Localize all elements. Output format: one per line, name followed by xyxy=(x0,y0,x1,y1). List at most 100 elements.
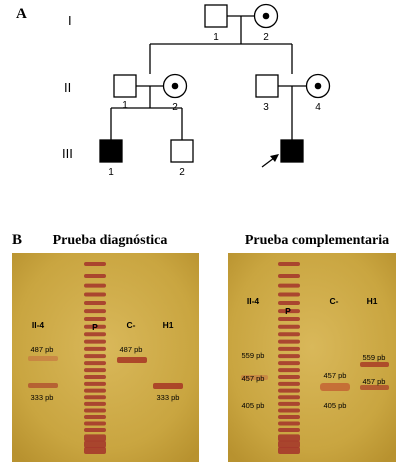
ladder-band xyxy=(84,339,106,344)
individual-number: 2 xyxy=(172,102,178,113)
ladder-band xyxy=(84,368,106,373)
ladder-band xyxy=(84,346,106,351)
ladder-band xyxy=(84,401,106,406)
ladder-band xyxy=(84,375,106,380)
band-size-label: 333 pb xyxy=(157,393,180,402)
gel-band xyxy=(153,383,183,389)
ladder-band xyxy=(278,381,300,386)
gel-right xyxy=(228,253,396,462)
lane-label: C- xyxy=(330,296,339,306)
ladder-band xyxy=(84,309,106,314)
ladder-band xyxy=(84,316,106,321)
ladder-band xyxy=(84,324,106,329)
ladder-band xyxy=(278,339,300,344)
ladder-band xyxy=(84,361,106,366)
ladder-band xyxy=(84,332,106,337)
individual-III-1-affected-male xyxy=(99,139,123,163)
ladder-band xyxy=(84,395,106,400)
proband-arrow-icon xyxy=(270,154,279,162)
gel-band xyxy=(28,356,58,361)
gel-band xyxy=(360,385,389,390)
ladder-band xyxy=(278,262,300,266)
band-size-label: 405 pb xyxy=(324,401,347,410)
individual-number: 1 xyxy=(122,100,128,111)
ladder-band xyxy=(278,415,300,420)
ladder-band xyxy=(278,447,300,454)
ladder-left xyxy=(84,262,106,454)
band-size-label: 333 pb xyxy=(31,393,54,402)
carrier-dot-icon xyxy=(314,82,322,90)
ladder-band xyxy=(84,300,106,305)
ladder-band xyxy=(278,421,300,426)
gel-band xyxy=(360,362,389,367)
ladder-band xyxy=(84,434,106,442)
lane-label: II-4 xyxy=(247,296,260,306)
ladder-band xyxy=(84,381,106,386)
ladder-band xyxy=(84,415,106,420)
individual-number: 2 xyxy=(179,167,185,178)
band-size-label: 559 pb xyxy=(242,351,265,360)
generation-label-II: II xyxy=(64,80,71,95)
carrier-dot-icon xyxy=(171,82,179,90)
ladder-band xyxy=(278,434,300,442)
individual-II-3-male xyxy=(255,74,279,98)
gel-band xyxy=(241,375,268,380)
panel-b-label: B xyxy=(12,232,22,248)
ladder-band xyxy=(278,368,300,373)
lane-label: P xyxy=(92,322,98,332)
ladder-band xyxy=(84,447,106,454)
individual-number: 1 xyxy=(108,167,114,178)
ladder-band xyxy=(84,354,106,359)
generation-label-III: III xyxy=(62,146,73,161)
ladder-band xyxy=(84,283,106,288)
band-size-label: 487 pb xyxy=(31,345,54,354)
ladder-band xyxy=(84,273,106,278)
ladder-band xyxy=(278,388,300,393)
gel-band xyxy=(320,383,350,391)
lane-label: C- xyxy=(127,320,136,330)
generation-label-I: I xyxy=(68,13,72,28)
ladder-band xyxy=(84,440,106,448)
ladder-band xyxy=(278,292,300,297)
ladder-band xyxy=(278,273,300,278)
gel-band xyxy=(117,357,147,363)
lane-label: II-4 xyxy=(32,320,45,330)
ladder-band xyxy=(278,440,300,448)
ladder-band xyxy=(278,408,300,413)
individual-III-2-male xyxy=(170,139,194,163)
ladder-band xyxy=(84,427,106,432)
lane-label: H1 xyxy=(367,296,378,306)
ladder-band xyxy=(84,292,106,297)
ladder-band xyxy=(84,421,106,426)
individual-number: 2 xyxy=(263,32,269,43)
band-size-label: 487 pb xyxy=(120,345,143,354)
ladder-band xyxy=(278,354,300,359)
band-size-label: 559 pb xyxy=(363,353,386,362)
individual-number: 1 xyxy=(213,32,219,43)
ladder-band xyxy=(84,388,106,393)
band-size-label: 457 pb xyxy=(363,377,386,386)
individual-I-1-male xyxy=(204,4,228,28)
individual-number: 4 xyxy=(315,102,321,113)
lane-label: H1 xyxy=(163,320,174,330)
ladder-band xyxy=(278,316,300,321)
ladder-band xyxy=(278,346,300,351)
individual-number: 3 xyxy=(263,102,269,113)
ladder-band xyxy=(278,375,300,380)
gel-left-title: Prueba diagnóstica xyxy=(53,233,168,248)
individual-III-proband-affected-male xyxy=(280,139,304,163)
ladder-band xyxy=(278,309,300,314)
gel-panel: B Prueba diagnóstica II-4 P C- H1 487 pb… xyxy=(12,232,396,462)
band-size-label: 457 pb xyxy=(242,374,265,383)
ladder-band xyxy=(278,332,300,337)
gel-right-title: Prueba complementaria xyxy=(245,233,389,248)
ladder-band xyxy=(84,262,106,266)
ladder-band xyxy=(84,408,106,413)
band-size-label: 405 pb xyxy=(242,401,265,410)
ladder-band xyxy=(278,427,300,432)
ladder-band xyxy=(278,300,300,305)
ladder-band xyxy=(278,401,300,406)
ladder-band xyxy=(278,324,300,329)
gel-band xyxy=(28,383,58,388)
